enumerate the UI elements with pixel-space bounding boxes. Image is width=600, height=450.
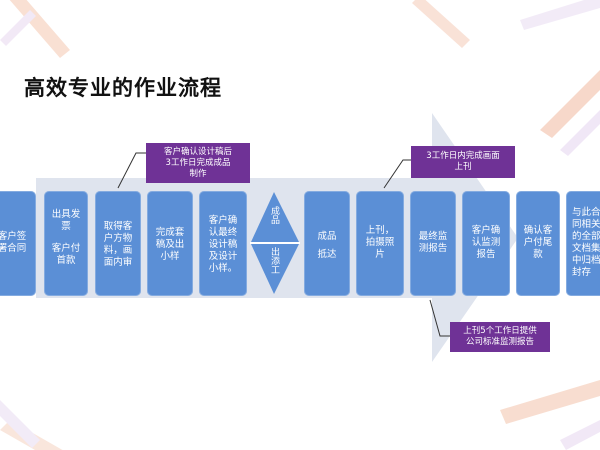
callout-publish-3days: 3工作日内完成画面 上刊 bbox=[411, 146, 515, 178]
step-publish-photograph: 上刊， 拍摄照 片 bbox=[356, 191, 404, 296]
step-sign-contract: 客户签 署合同 bbox=[0, 191, 36, 296]
step-client-confirm-design: 客户确 认最终 设计稿 及设计 小样。 bbox=[199, 191, 247, 296]
step-final-monitoring-report: 最终监 测报告 bbox=[410, 191, 456, 296]
diamond-top-label: 成品 bbox=[269, 206, 279, 224]
step-invoice-first-payment: 出具发 票 客户付 首款 bbox=[44, 191, 88, 296]
callout-production-3days: 客户确认设计稿后 3工作日完成成品 制作 bbox=[146, 143, 250, 183]
step-draft-and-proof: 完成套 稿及出 小样 bbox=[147, 191, 193, 296]
step-client-confirm-report: 客户确 认监测 报告 bbox=[462, 191, 510, 296]
step-product-arrival: 成品 抵达 bbox=[304, 191, 350, 296]
step-final-payment: 确认客 户付尾 款 bbox=[516, 191, 560, 296]
page-title: 高效专业的作业流程 bbox=[24, 76, 222, 100]
callout-monitoring-5days: 上刊5个工作日提供 公司标准监测报告 bbox=[450, 322, 550, 352]
step-archive-documents: 与此合 同相关 的全部 文档集 中归档 封存 bbox=[566, 191, 600, 296]
diamond-bottom-label: 出添工 bbox=[269, 247, 279, 274]
step-obtain-materials: 取得客 户方物 料，画 面内审 bbox=[95, 191, 141, 296]
